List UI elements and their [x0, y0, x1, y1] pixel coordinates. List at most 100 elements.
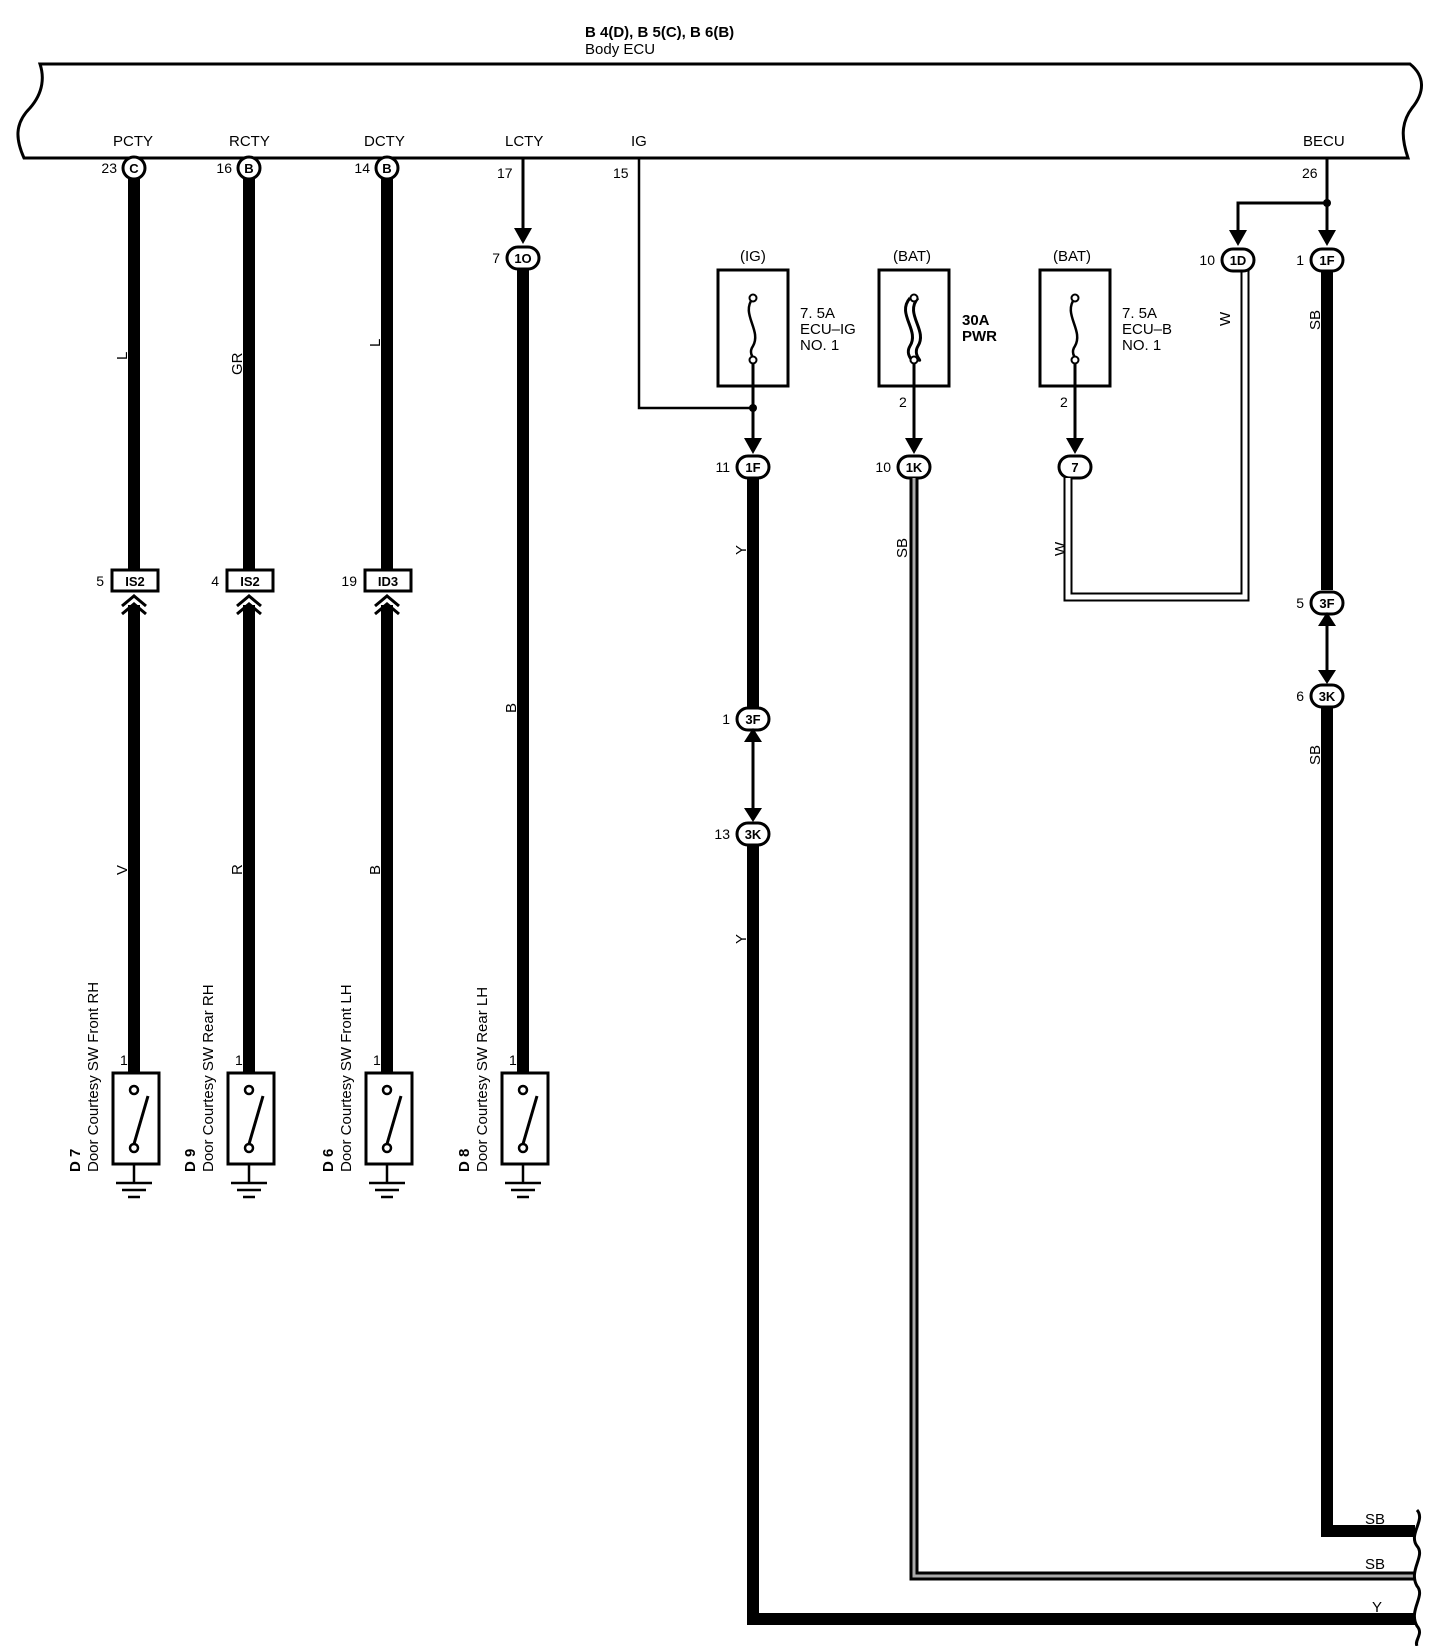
switch-pin-1: 1: [120, 1052, 128, 1068]
connector-pin-5: 5: [1296, 595, 1304, 611]
connector-1f-label: 1F: [1319, 253, 1334, 268]
switch-name-front-rh: Door Courtesy SW Front RH: [85, 982, 102, 1172]
terminal-becu-label: BECU: [1303, 133, 1345, 150]
connector-3k-label: 3K: [1319, 689, 1336, 704]
connector-pin-7: 7: [492, 250, 500, 266]
wire-color-r: R: [229, 864, 246, 875]
pin-15: 15: [613, 165, 629, 181]
ecu-name: Body ECU: [585, 41, 655, 58]
junction-pin-19: 19: [341, 573, 357, 589]
ecu-pin-14-connector: [374, 155, 400, 181]
connector-pin-1: 1: [722, 711, 730, 727]
wire-color-l: L: [114, 352, 131, 360]
fuse-pwr-name: PWR: [962, 328, 997, 345]
pin-23: 23: [101, 160, 117, 176]
connector-b-label: B: [244, 161, 253, 176]
connector-b-label: B: [382, 161, 391, 176]
switch-contact-icon: [521, 1095, 539, 1145]
fuse-ig-rating: 7. 5A: [800, 305, 835, 322]
ground-icon: [231, 1181, 267, 1199]
connector-pin-11: 11: [715, 459, 730, 475]
wire-color-y: Y: [733, 545, 750, 555]
junction-pin-5: 5: [96, 573, 104, 589]
wire-color-sb: SB: [894, 538, 911, 558]
wire-color-l: L: [367, 339, 384, 347]
body-ecu-box: [16, 62, 1423, 160]
switch-code-d6: D 6: [320, 1149, 337, 1172]
connector-pin-10: 10: [875, 459, 891, 475]
junction-is2-box: [110, 568, 160, 593]
connector-1k-label: 1K: [906, 460, 923, 475]
ground-icon: [116, 1181, 152, 1199]
ecu-connector-codes: B 4(D), B 5(C), B 6(B): [585, 24, 734, 41]
wire-color-y: Y: [733, 934, 750, 944]
switch-pin-1: 1: [235, 1052, 243, 1068]
connector-3f-label: 3F: [745, 712, 760, 727]
ecu-pin-23-connector: [121, 155, 147, 181]
switch-name-rear-rh: Door Courtesy SW Rear RH: [200, 984, 217, 1172]
connector-1f-label: 1F: [745, 460, 760, 475]
connector-chevron-icon: [236, 594, 262, 616]
connector-1d-label: 1D: [1230, 253, 1247, 268]
fuse-ecub-number: NO. 1: [1122, 337, 1161, 354]
connector-pin-6: 6: [1296, 688, 1304, 704]
arrow-icon: [1229, 230, 1247, 246]
fuse-ig-source: (IG): [740, 248, 766, 265]
junction-is2-label: IS2: [240, 574, 260, 589]
arrow-icon: [744, 728, 762, 742]
fuse-ig-number: NO. 1: [800, 337, 839, 354]
fuse-pwr-pin-2: 2: [899, 394, 907, 410]
circuit-front-rh: C 23 L IS2 5 V 1 D 7 Door Courtesy SW Fr…: [67, 155, 161, 1199]
terminal-dcty-label: DCTY: [364, 133, 405, 150]
connector-7-label: 7: [1071, 460, 1078, 475]
connector-7: [1057, 454, 1093, 480]
switch-contact-icon: [247, 1095, 265, 1145]
ecu-pin-16-connector: [236, 155, 262, 181]
wire-color-w: W: [1217, 311, 1234, 326]
circuit-becu: 26 1D 10 W 1F 1 SB 3F 5 3K 6 SB: [1199, 158, 1415, 1537]
terminal-pcty-label: PCTY: [113, 133, 153, 150]
switch-pin-1: 1: [509, 1052, 517, 1068]
circuit-ig: 15 (IG) 7. 5A ECU–IG NO. 1 1F 11 Y 3F 1 …: [613, 158, 1415, 1625]
pin-14: 14: [354, 160, 370, 176]
wire-color-b: B: [503, 703, 520, 713]
splice-point: [1323, 199, 1331, 207]
continuation-label-sb: SB: [1365, 1556, 1385, 1573]
switch-contact-icon: [132, 1095, 150, 1145]
wire-color-gr: GR: [229, 352, 246, 375]
terminal-lcty-label: LCTY: [505, 133, 543, 150]
ground-icon: [505, 1181, 541, 1199]
arrow-icon: [1066, 438, 1084, 454]
fuse-pwr-rating: 30A: [962, 312, 990, 329]
fuse-ecub-name: ECU–B: [1122, 321, 1172, 338]
connector-c-label: C: [129, 161, 139, 176]
switch-name-rear-lh: Door Courtesy SW Rear LH: [474, 987, 491, 1172]
switch-name-front-lh: Door Courtesy SW Front LH: [338, 984, 355, 1172]
circuit-rear-rh: B 16 GR IS2 4 R 1 D 9 Door Courtesy SW R…: [182, 155, 276, 1199]
connector-chevron-icon: [121, 594, 147, 616]
switch-pin-1: 1: [373, 1052, 381, 1068]
continuation-break: [1412, 1508, 1422, 1646]
connector-3k-label: 3K: [745, 827, 762, 842]
connector-chevron-icon: [374, 594, 400, 616]
connector-pin-1: 1: [1296, 252, 1304, 268]
connector-3f-label: 3F: [1319, 596, 1334, 611]
junction-is2-box: [225, 568, 275, 593]
switch-code-d9: D 9: [182, 1149, 199, 1172]
junction-is2-label: IS2: [125, 574, 145, 589]
arrow-icon: [744, 808, 762, 822]
fuse-ecub-source: (BAT): [1053, 248, 1091, 265]
arrow-icon: [1318, 670, 1336, 684]
arrow-icon: [1318, 230, 1336, 246]
continuation-label-sb: SB: [1365, 1511, 1385, 1528]
fuse-ig-name: ECU–IG: [800, 321, 856, 338]
arrow-icon: [905, 438, 923, 454]
pin-26: 26: [1302, 165, 1318, 181]
connector-1o: [505, 245, 541, 271]
wire-color-w: W: [1052, 541, 1069, 556]
fuse-ecub-pin-2: 2: [1060, 394, 1068, 410]
wire-color-sb: SB: [1307, 745, 1324, 765]
arrow-icon: [744, 438, 762, 454]
circuit-rear-lh: 17 1O 7 B 1 D 8 Door Courtesy SW Rear LH: [456, 158, 550, 1199]
